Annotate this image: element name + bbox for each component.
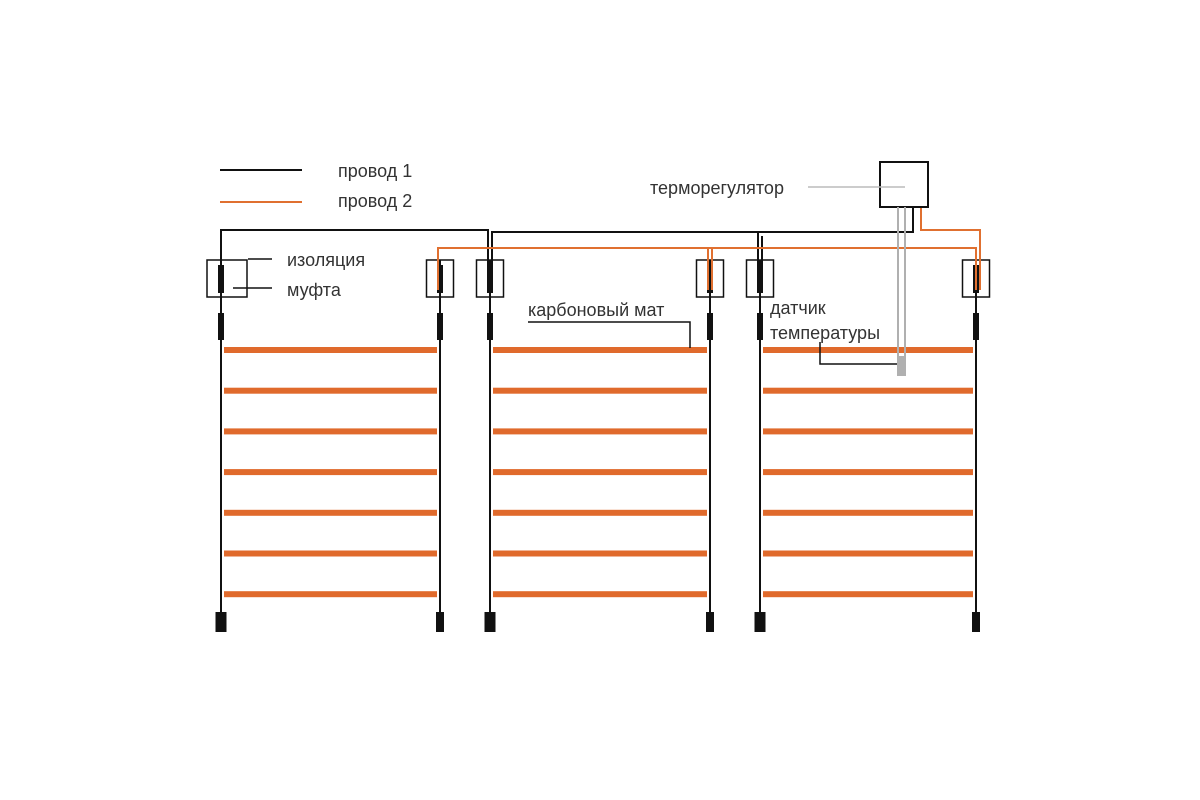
heating-strip <box>763 509 973 516</box>
end-cap <box>754 612 766 632</box>
heating-strip <box>224 550 437 557</box>
coupling <box>707 265 713 293</box>
heating-strip <box>763 469 973 476</box>
coupling <box>757 265 763 293</box>
connector <box>437 313 443 340</box>
thermostat-label: терморегулятор <box>650 178 784 198</box>
wire1-segment <box>491 207 914 290</box>
carbon-mats <box>206 259 991 632</box>
end-cap <box>484 612 496 632</box>
insulation-label: изоляция <box>287 250 365 270</box>
heating-strip <box>224 469 437 476</box>
heating-strip <box>763 387 973 394</box>
heating-strip <box>493 387 707 394</box>
heating-strip <box>493 591 707 598</box>
connector <box>707 313 713 340</box>
coupling <box>487 265 493 293</box>
legend-wire1-label: провод 1 <box>338 161 412 181</box>
insulation-box <box>745 259 775 298</box>
heating-strip <box>224 591 437 598</box>
legend-wire2-label: провод 2 <box>338 191 412 211</box>
carbon-mat <box>206 259 455 632</box>
carbon-mat <box>475 259 725 632</box>
heating-strip <box>224 509 437 516</box>
heating-strip <box>493 469 707 476</box>
thermostat: терморегулятор <box>650 161 929 208</box>
heating-strip <box>763 347 973 353</box>
insulation-box <box>206 259 248 298</box>
thermostat-box <box>879 161 929 208</box>
heating-strip <box>763 550 973 557</box>
heating-strip <box>493 428 707 435</box>
coupling <box>437 265 443 293</box>
carbon-mat-label: карбоновый мат <box>528 300 664 320</box>
heating-strip <box>224 387 437 394</box>
temperature-sensor: датчик температуры <box>770 207 906 376</box>
heating-strip <box>493 347 707 353</box>
legend: провод 1 провод 2 <box>220 161 412 211</box>
end-cap <box>972 612 980 632</box>
connector <box>757 313 763 340</box>
carbon-mat-leader <box>528 321 691 348</box>
heating-strip <box>763 591 973 598</box>
connector <box>218 313 224 340</box>
wire1-segment <box>220 229 489 297</box>
heating-strip <box>763 428 973 435</box>
insulation-box <box>695 259 725 298</box>
sensor-probe <box>897 356 906 376</box>
sensor-label-line1: датчик <box>770 298 826 318</box>
connector <box>487 313 493 340</box>
end-cap <box>706 612 714 632</box>
coupling-label: муфта <box>287 280 342 300</box>
heating-strip <box>493 509 707 516</box>
sensor-label-line2: температуры <box>770 323 880 343</box>
wiring <box>220 207 981 297</box>
end-cap <box>215 612 227 632</box>
wire2-segment <box>920 207 981 290</box>
sensor-leader <box>819 342 897 365</box>
heating-strip <box>224 428 437 435</box>
insulation-box <box>475 259 505 298</box>
insulation-box <box>425 259 455 298</box>
end-cap <box>436 612 444 632</box>
annotations: изоляция муфта карбоновый мат <box>233 250 691 348</box>
carbon-mat <box>745 259 991 632</box>
heating-strip <box>224 347 437 353</box>
connector <box>973 313 979 340</box>
heating-strip <box>493 550 707 557</box>
